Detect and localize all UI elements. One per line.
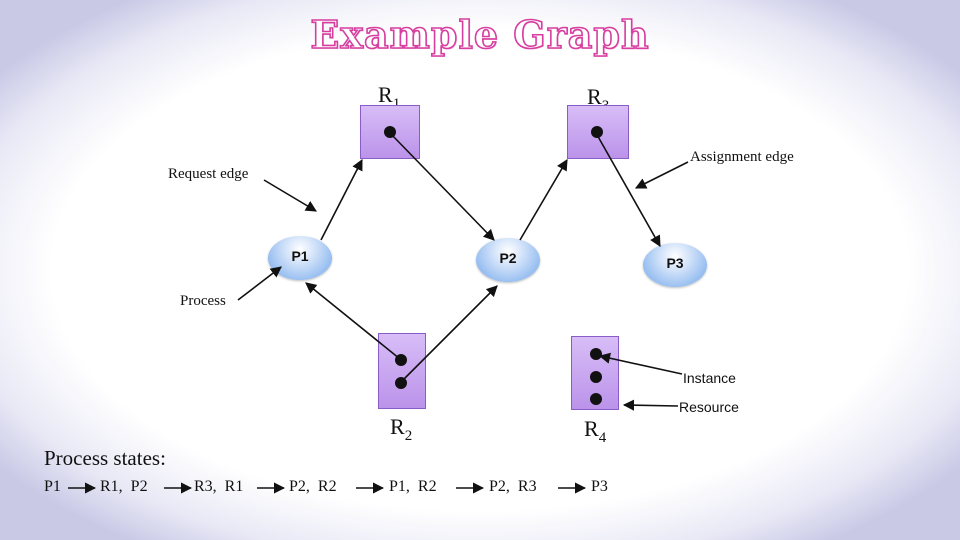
resource-label-r1: R1: [378, 82, 400, 113]
resource-label-r4: R4: [584, 416, 606, 447]
annotation-instance: Instance: [683, 370, 736, 386]
state-item: P3: [591, 478, 608, 495]
state-item: P1: [44, 478, 61, 495]
annotation-resource: Resource: [679, 399, 739, 415]
pointer-resource: [622, 399, 679, 411]
resource-label-r2: R2: [390, 414, 412, 445]
edge-r1-p2: [389, 132, 495, 241]
state-item: R1, P2: [100, 478, 148, 495]
annotation-assignment-edge: Assignment edge: [690, 149, 794, 165]
page-title: Example Graph: [310, 11, 650, 58]
edge-r3-p3: [595, 132, 661, 247]
instance-dot: [590, 393, 602, 405]
annotation-process: Process: [180, 293, 226, 309]
resource-subscript: 2: [404, 428, 413, 444]
state-item: P1, R2: [389, 478, 437, 495]
edge-p2-r3: [519, 159, 568, 241]
resource-letter: R: [587, 84, 602, 109]
pointer-instance: [598, 352, 683, 375]
resource-subscript: 4: [598, 430, 607, 446]
annotation-request-edge: Request edge: [168, 166, 249, 182]
resource-letter: R: [584, 416, 599, 441]
process-p2: P2: [476, 238, 540, 282]
pointer-assignment-edge: [634, 161, 689, 189]
resource-subscript: 1: [392, 96, 401, 112]
resource-r3: [567, 105, 629, 159]
resource-letter: R: [390, 414, 405, 439]
process-p3: P3: [643, 243, 707, 287]
process-states-heading: Process states:: [44, 446, 166, 470]
edge-p1-r1: [320, 159, 363, 241]
instance-dot: [590, 371, 602, 383]
edge-r2-p2: [401, 285, 498, 382]
pointer-process: [237, 266, 282, 301]
resource-r2: [378, 333, 426, 409]
state-item: P2, R3: [489, 478, 537, 495]
edge-r2-p1: [305, 282, 401, 360]
resource-r1: [360, 105, 420, 159]
instance-dot: [591, 126, 603, 138]
state-item: P2, R2: [289, 478, 337, 495]
state-item: R3, R1: [194, 478, 244, 495]
resource-letter: R: [378, 82, 393, 107]
resource-r4: [571, 336, 619, 410]
pointer-request-edge: [263, 179, 317, 212]
